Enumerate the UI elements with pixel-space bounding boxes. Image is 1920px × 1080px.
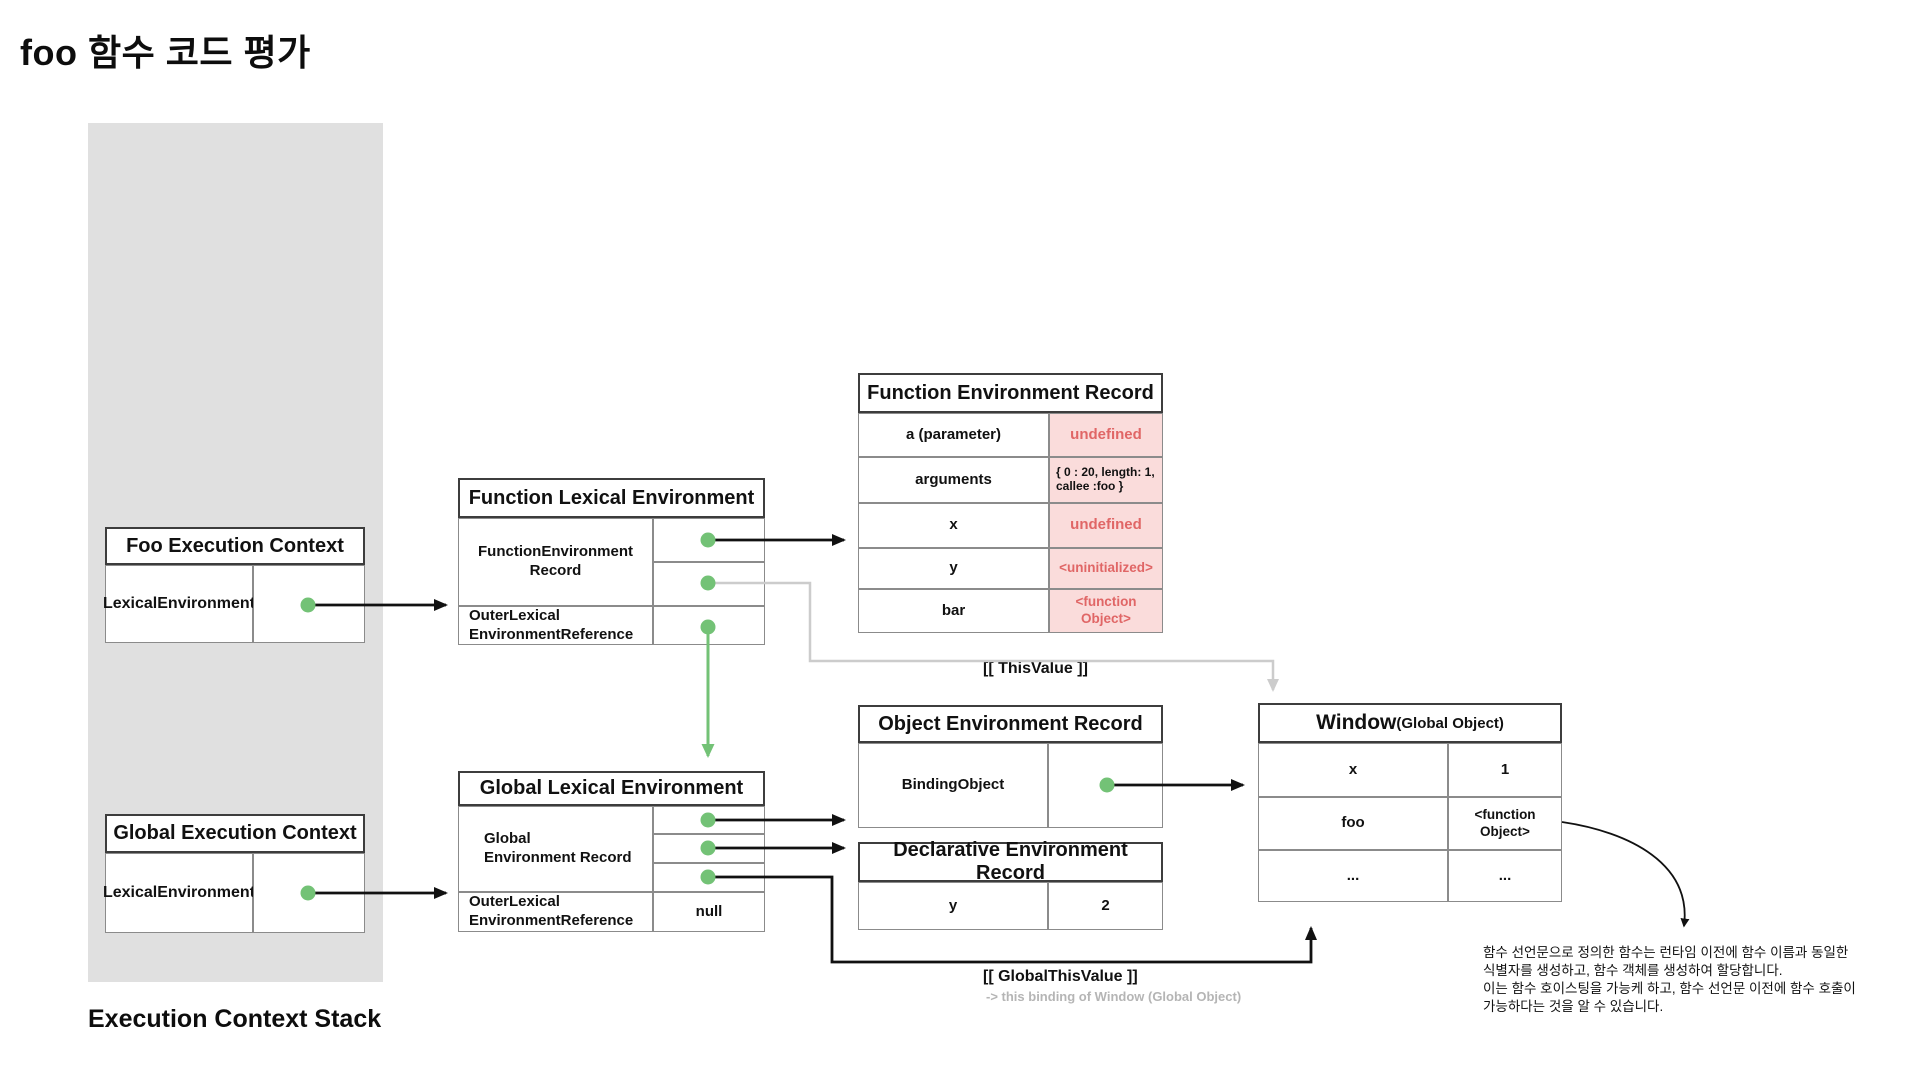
fle-outer-lexical-reference-cell: OuterLexical EnvironmentReference — [458, 606, 653, 645]
global-execution-context-header: Global Execution Context — [105, 814, 365, 853]
window-key-x: x — [1258, 743, 1448, 797]
oer-pointer-cell — [1048, 743, 1163, 828]
fer-key-bar: bar — [858, 589, 1049, 633]
function-hoisting-annotation: 함수 선언문으로 정의한 함수는 런타임 이전에 함수 이름과 동일한 식별자를… — [1483, 945, 1856, 1014]
fer-value-y: <uninitialized> — [1049, 548, 1163, 589]
gle-outer-null-cell: null — [653, 892, 765, 932]
fer-value-x: undefined — [1049, 503, 1163, 548]
global-ec-pointer-cell — [253, 853, 365, 933]
der-value-y: 2 — [1048, 882, 1163, 930]
gle-pointer-cell-2 — [653, 834, 765, 863]
window-value-foo: <function Object> — [1448, 797, 1562, 850]
function-environment-record-header: Function Environment Record — [858, 373, 1163, 413]
window-value-x: 1 — [1448, 743, 1562, 797]
foo-ec-pointer-cell — [253, 565, 365, 643]
foo-execution-context-header: Foo Execution Context — [105, 527, 365, 565]
window-key-ellipsis: ... — [1258, 850, 1448, 902]
function-lexical-environment-header: Function Lexical Environment — [458, 478, 765, 518]
fer-value-arguments: { 0 : 20, length: 1, callee :foo } — [1049, 457, 1163, 503]
object-environment-record-header: Object Environment Record — [858, 705, 1163, 743]
der-key-y: y — [858, 882, 1048, 930]
gle-pointer-cell-3 — [653, 863, 765, 892]
fer-key-a: a (parameter) — [858, 413, 1049, 457]
gle-pointer-cell-1 — [653, 806, 765, 834]
window-subtitle: (Global Object) — [1396, 714, 1504, 732]
declarative-environment-record-header: Declarative Environment Record — [858, 839, 1163, 884]
arrow-foo-to-annotation — [1561, 821, 1690, 928]
gle-outer-lexical-reference-cell: OuterLexical EnvironmentReference — [458, 892, 653, 932]
window-global-object-header: Window(Global Object) — [1258, 703, 1562, 743]
fer-value-bar: <function Object> — [1049, 589, 1163, 633]
fle-function-environment-record-cell: FunctionEnvironment Record — [458, 518, 653, 606]
global-ec-lexical-environment-cell: LexicalEnvironment — [103, 853, 255, 933]
execution-context-stack-label: Execution Context Stack — [88, 1005, 382, 1033]
global-this-value-subtext: -> this binding of Window (Global Object… — [986, 989, 1242, 1004]
global-this-value-label: [[ GlobalThisValue ]] — [983, 968, 1138, 985]
global-lexical-environment-header: Global Lexical Environment — [458, 771, 765, 806]
window-title: Window — [1316, 711, 1397, 734]
window-value-ellipsis: ... — [1448, 850, 1562, 902]
foo-ec-lexical-environment-cell: LexicalEnvironment — [103, 565, 255, 643]
gle-global-environment-record-cell: Global Environment Record — [458, 806, 653, 892]
oer-binding-object-cell: BindingObject — [858, 743, 1048, 828]
fer-key-arguments: arguments — [858, 457, 1049, 503]
fer-value-a: undefined — [1049, 413, 1163, 457]
window-key-foo: foo — [1258, 797, 1448, 850]
fle-outer-pointer-cell — [653, 606, 765, 645]
page-title: foo 함수 코드 평가 — [20, 32, 311, 73]
fle-pointer-cell-2 — [653, 562, 765, 606]
fer-key-y: y — [858, 548, 1049, 589]
fle-pointer-cell-1 — [653, 518, 765, 562]
fer-key-x: x — [858, 503, 1049, 548]
this-value-label: [[ ThisValue ]] — [983, 660, 1088, 677]
